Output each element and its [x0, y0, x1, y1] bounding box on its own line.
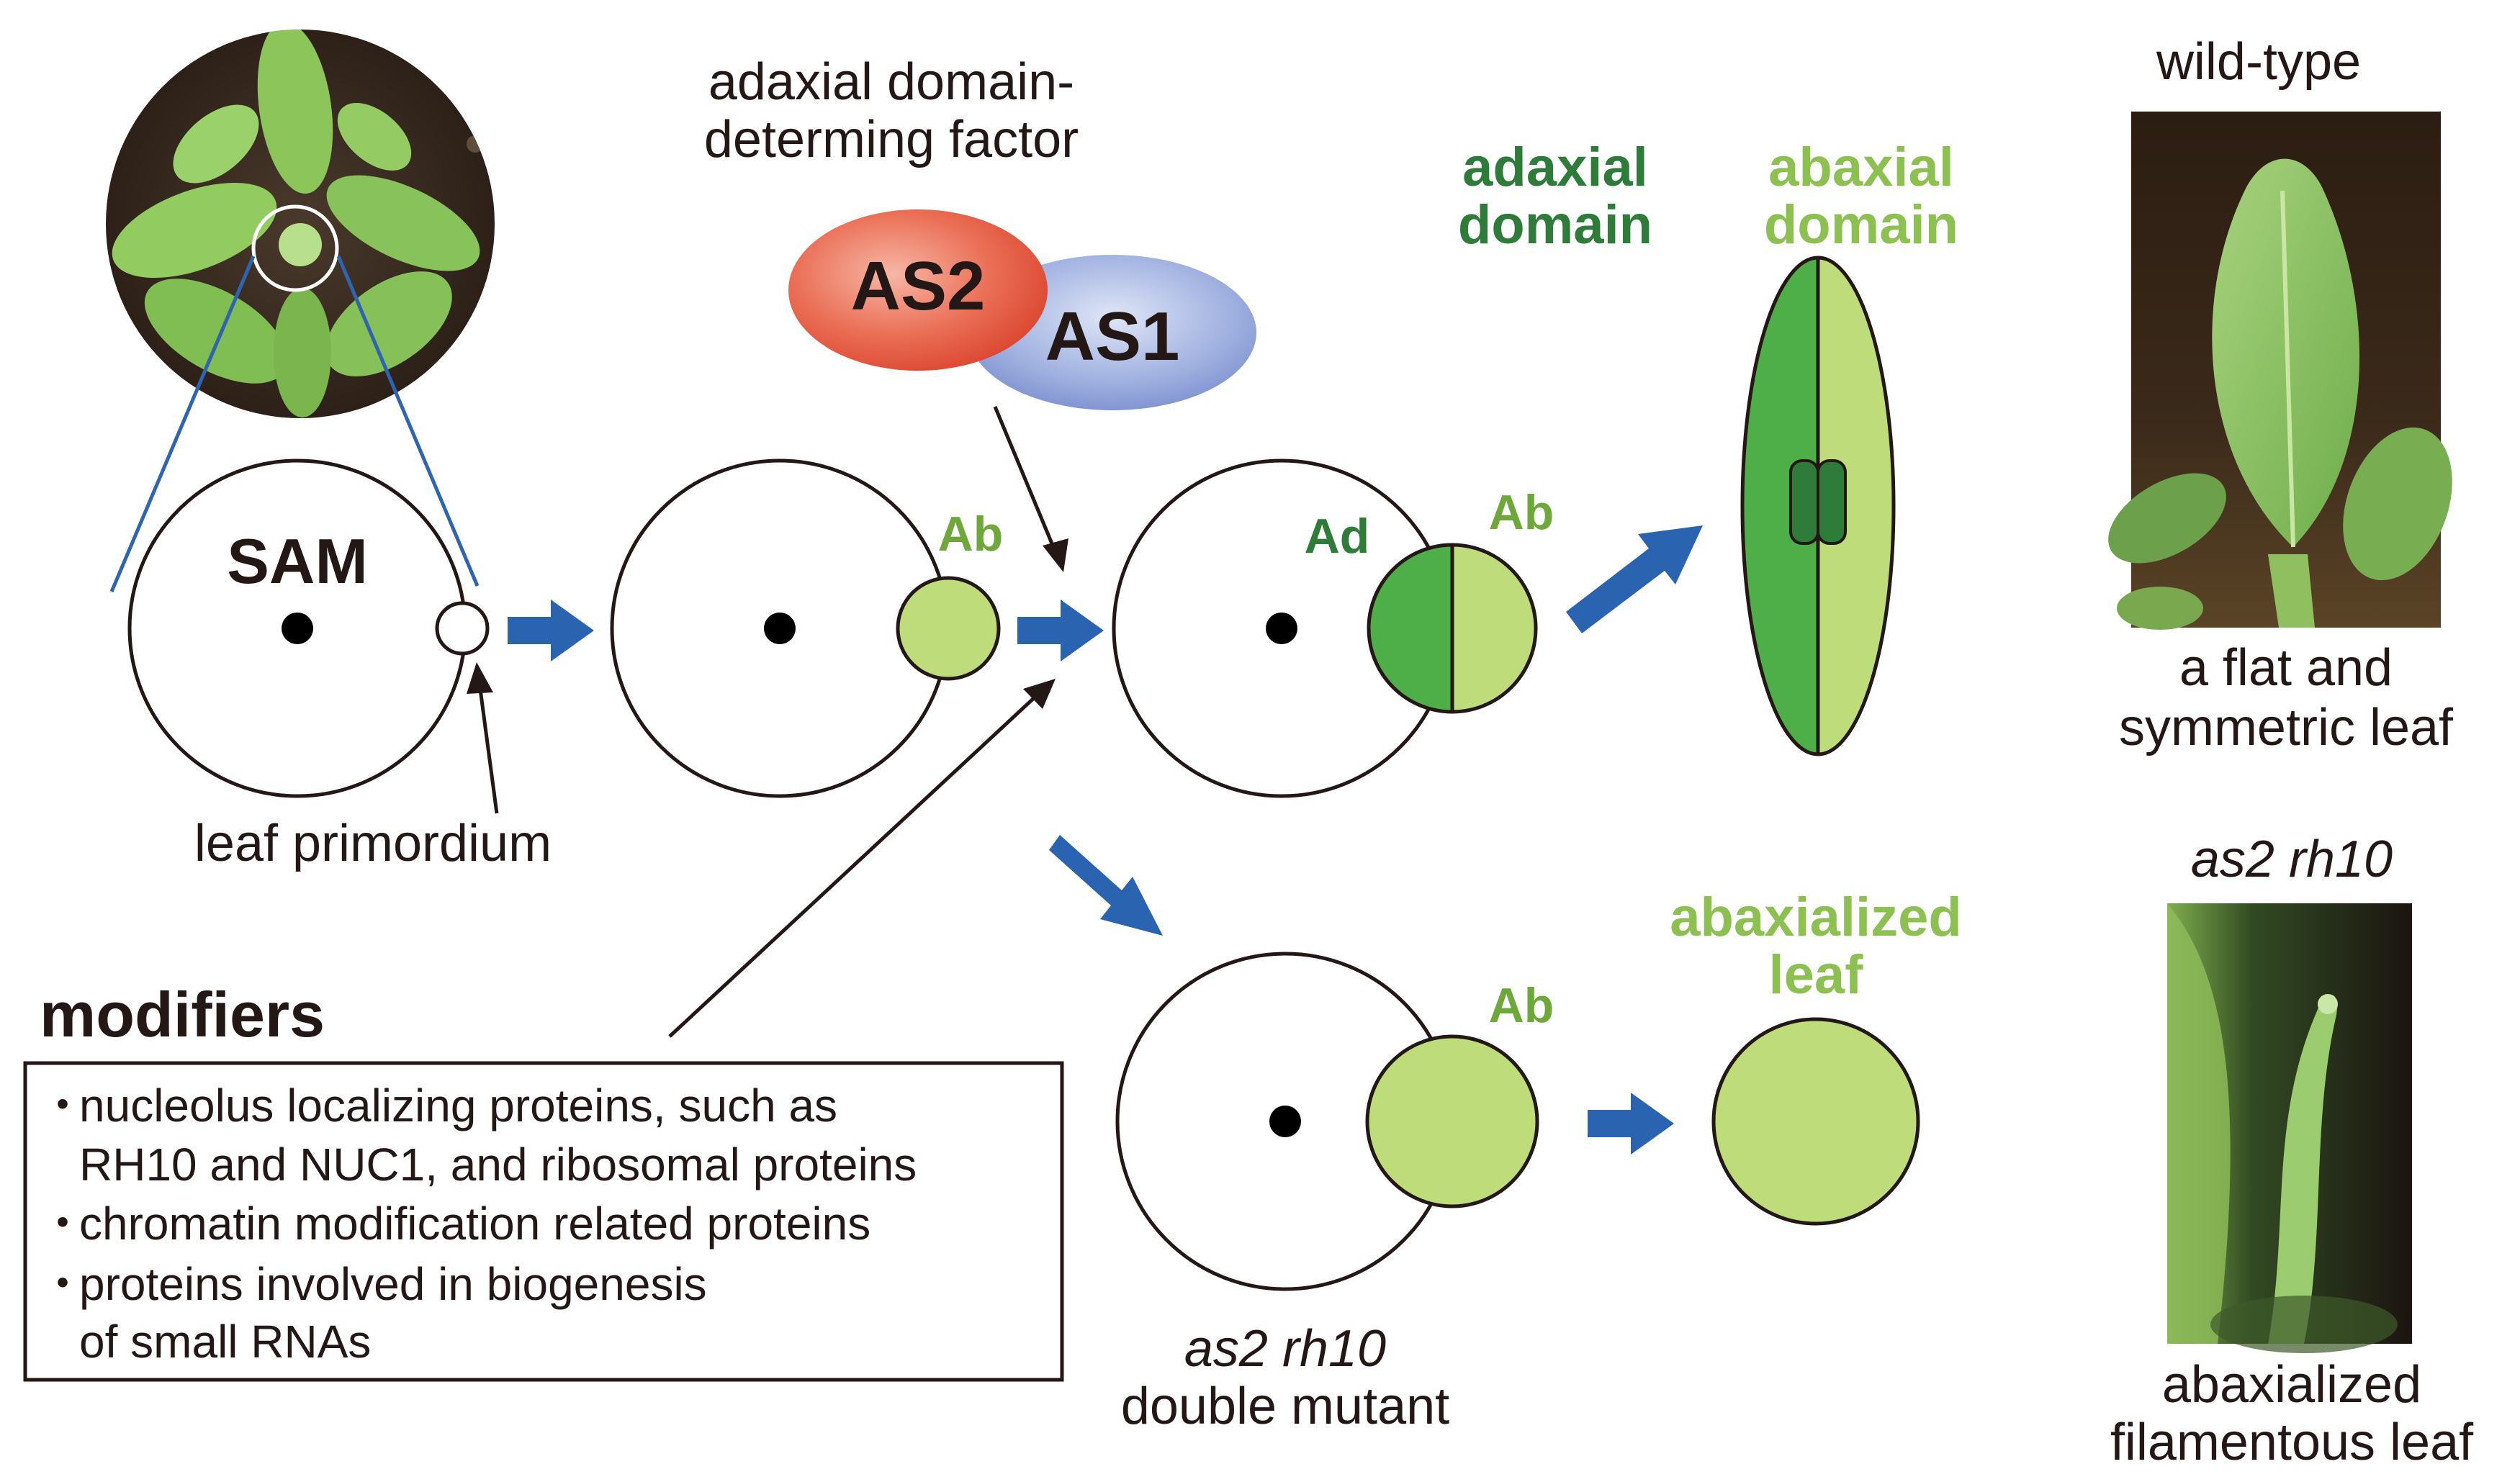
mutant-abaxial-primordium	[1365, 1034, 1539, 1208]
zoom-line-right	[336, 256, 480, 587]
mutant-photo-title: as2 rh10	[2191, 831, 2393, 888]
adaxial-domain-line2: domain	[1458, 194, 1652, 256]
mutant-photo	[2167, 903, 2412, 1353]
mature-leaf-section	[1740, 256, 1896, 756]
modifier-item-3-line1: proteins involved in biogenesis	[79, 1258, 707, 1310]
modifier-item-2-line1: chromatin modification related proteins	[79, 1198, 870, 1250]
adaxial-domain-line1: adaxial	[1462, 137, 1648, 198]
modifiers-pointer-line	[668, 695, 1037, 1038]
abaxial-domain-line1: abaxial	[1768, 137, 1954, 198]
stage2-ab-label: Ab	[938, 507, 1004, 561]
stage3-ab-label: Ab	[1489, 485, 1554, 540]
photo-caption: Col-0	[269, 417, 331, 446]
modifier-bullet-3: ・	[40, 1258, 86, 1310]
modifiers-list: ・ nucleolus localizing proteins, such as…	[40, 1080, 917, 1368]
stage1-sam: SAM	[127, 458, 490, 798]
modifiers-title: modifiers	[40, 979, 325, 1050]
factor-pointer-head	[1043, 538, 1068, 572]
factor-title-line2: determing factor	[704, 111, 1079, 168]
blue-arrow-2	[1017, 600, 1104, 661]
abaxialized-leaf-section	[1711, 1017, 1920, 1226]
vascular-left	[1789, 459, 1819, 545]
modifier-bullet-2: ・	[40, 1198, 86, 1250]
flat-leaf-line2: symmetric leaf	[2119, 699, 2454, 756]
stage2: Ab	[610, 458, 1004, 798]
abaxial-domain-line2: domain	[1764, 194, 1958, 256]
leaf-primordium-circle	[435, 601, 490, 656]
modifier-item-1-line2: RH10 and NUC1, and ribosomal proteins	[79, 1139, 917, 1190]
blue-arrow-to-leaf	[1566, 525, 1703, 633]
double-mutant-line1: as2 rh10	[1184, 1320, 1386, 1378]
blue-arrow-1	[508, 600, 594, 661]
as1-label: AS1	[1045, 298, 1180, 375]
abaxialized-leaf-line2: leaf	[1769, 944, 1864, 1006]
as2-protein	[788, 209, 1048, 371]
primordium-pointer-line	[477, 683, 499, 814]
blue-arrow-to-abaxialized	[1588, 1093, 1674, 1155]
zoom-line-left	[109, 256, 256, 592]
factor-pointer-line	[993, 406, 1056, 548]
blue-arrow-to-mutant	[1049, 835, 1163, 936]
filamentous-line2: filamentous leaf	[2110, 1414, 2474, 1471]
stage2-abaxial-primordium	[896, 576, 1001, 681]
modifier-item-1-line1: nucleolus localizing proteins, such as	[79, 1080, 837, 1131]
modifier-item-3-line2: of small RNAs	[79, 1316, 371, 1368]
factor-title-line1: adaxial domain-	[708, 53, 1074, 111]
sam-label: SAM	[227, 525, 368, 597]
flat-leaf-line1: a flat and	[2179, 639, 2393, 697]
double-mutant-line2: double mutant	[1121, 1378, 1449, 1435]
filamentous-line1: abaxialized	[2162, 1356, 2421, 1414]
stage3-ad-label: Ad	[1305, 509, 1370, 564]
vascular-right	[1817, 459, 1847, 545]
mutant-ab-label: Ab	[1489, 978, 1554, 1033]
mutant-stage: Ab	[1115, 952, 1554, 1291]
wild-type-photo	[2108, 112, 2452, 630]
stage3: Ad Ab	[1112, 458, 1554, 798]
wild-type-label: wild-type	[2156, 33, 2361, 91]
modifiers-box	[23, 1061, 1064, 1382]
modifiers-pointer-head	[1023, 679, 1056, 709]
as2-label: AS2	[851, 248, 986, 325]
primordium-pointer-head	[467, 662, 493, 694]
modifier-bullet-1: ・	[40, 1080, 86, 1131]
leaf-primordium-label: leaf primordium	[194, 815, 552, 872]
meristem-center-dot	[282, 613, 313, 644]
col0-photo: Col-0	[106, 30, 495, 446]
abaxialized-leaf-line1: abaxialized	[1670, 887, 1962, 948]
